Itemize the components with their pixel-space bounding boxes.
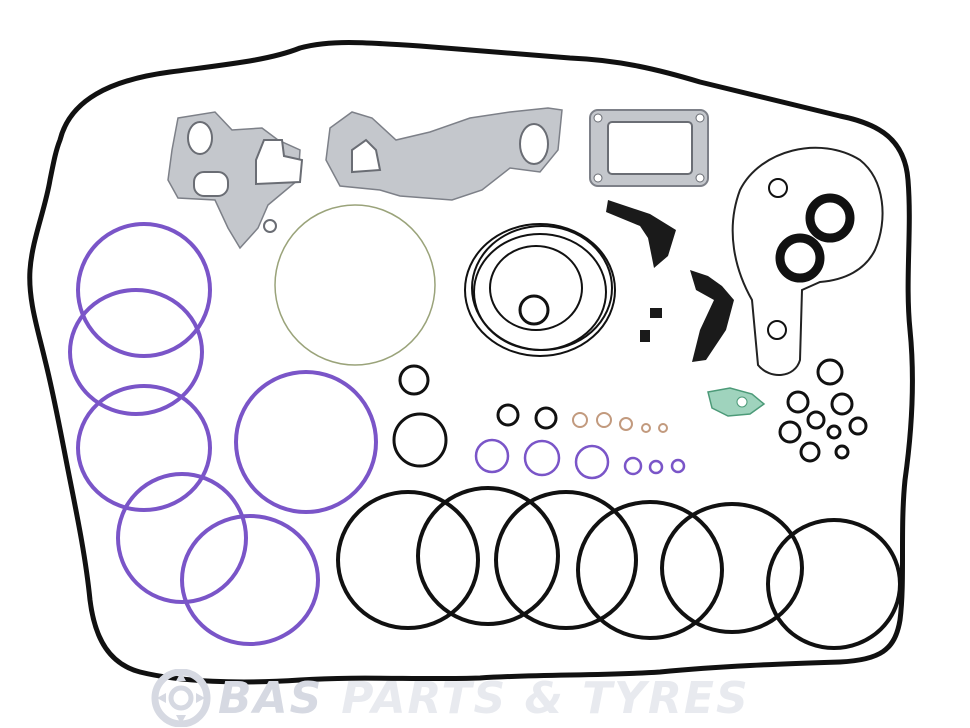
- coolant-gasket: [707, 387, 766, 417]
- brand-watermark: BAS PARTS & TYRES: [150, 668, 850, 728]
- brand-tagline: PARTS & TYRES: [341, 672, 750, 724]
- large-black-o-rings: [336, 486, 902, 650]
- profile-seals: [606, 200, 734, 362]
- tyre-logo-icon: [151, 669, 211, 727]
- small-purple-rings: [474, 438, 686, 480]
- timing-cover-gasket: [731, 146, 884, 376]
- purple-o-rings: [68, 222, 378, 646]
- o-ring-bundle: [464, 223, 616, 357]
- gasket-hole: [187, 121, 213, 155]
- metal-gasket-center: [325, 107, 563, 201]
- fine-seal-ring: [274, 204, 436, 366]
- brand-name: BAS: [218, 672, 324, 724]
- gasket-hole: [193, 171, 229, 197]
- small-black-o-rings: [392, 364, 558, 468]
- copper-washers: [572, 412, 668, 433]
- shaft-seals: [767, 178, 855, 340]
- gasket-hole: [351, 138, 382, 174]
- gasket-hole: [255, 139, 304, 186]
- turbo-flange-gasket: [589, 109, 709, 187]
- gasket-hole: [519, 123, 549, 165]
- oil-pan-gasket: [27, 40, 915, 685]
- gasket-hole: [263, 219, 277, 233]
- small-seal-cluster: [778, 358, 868, 463]
